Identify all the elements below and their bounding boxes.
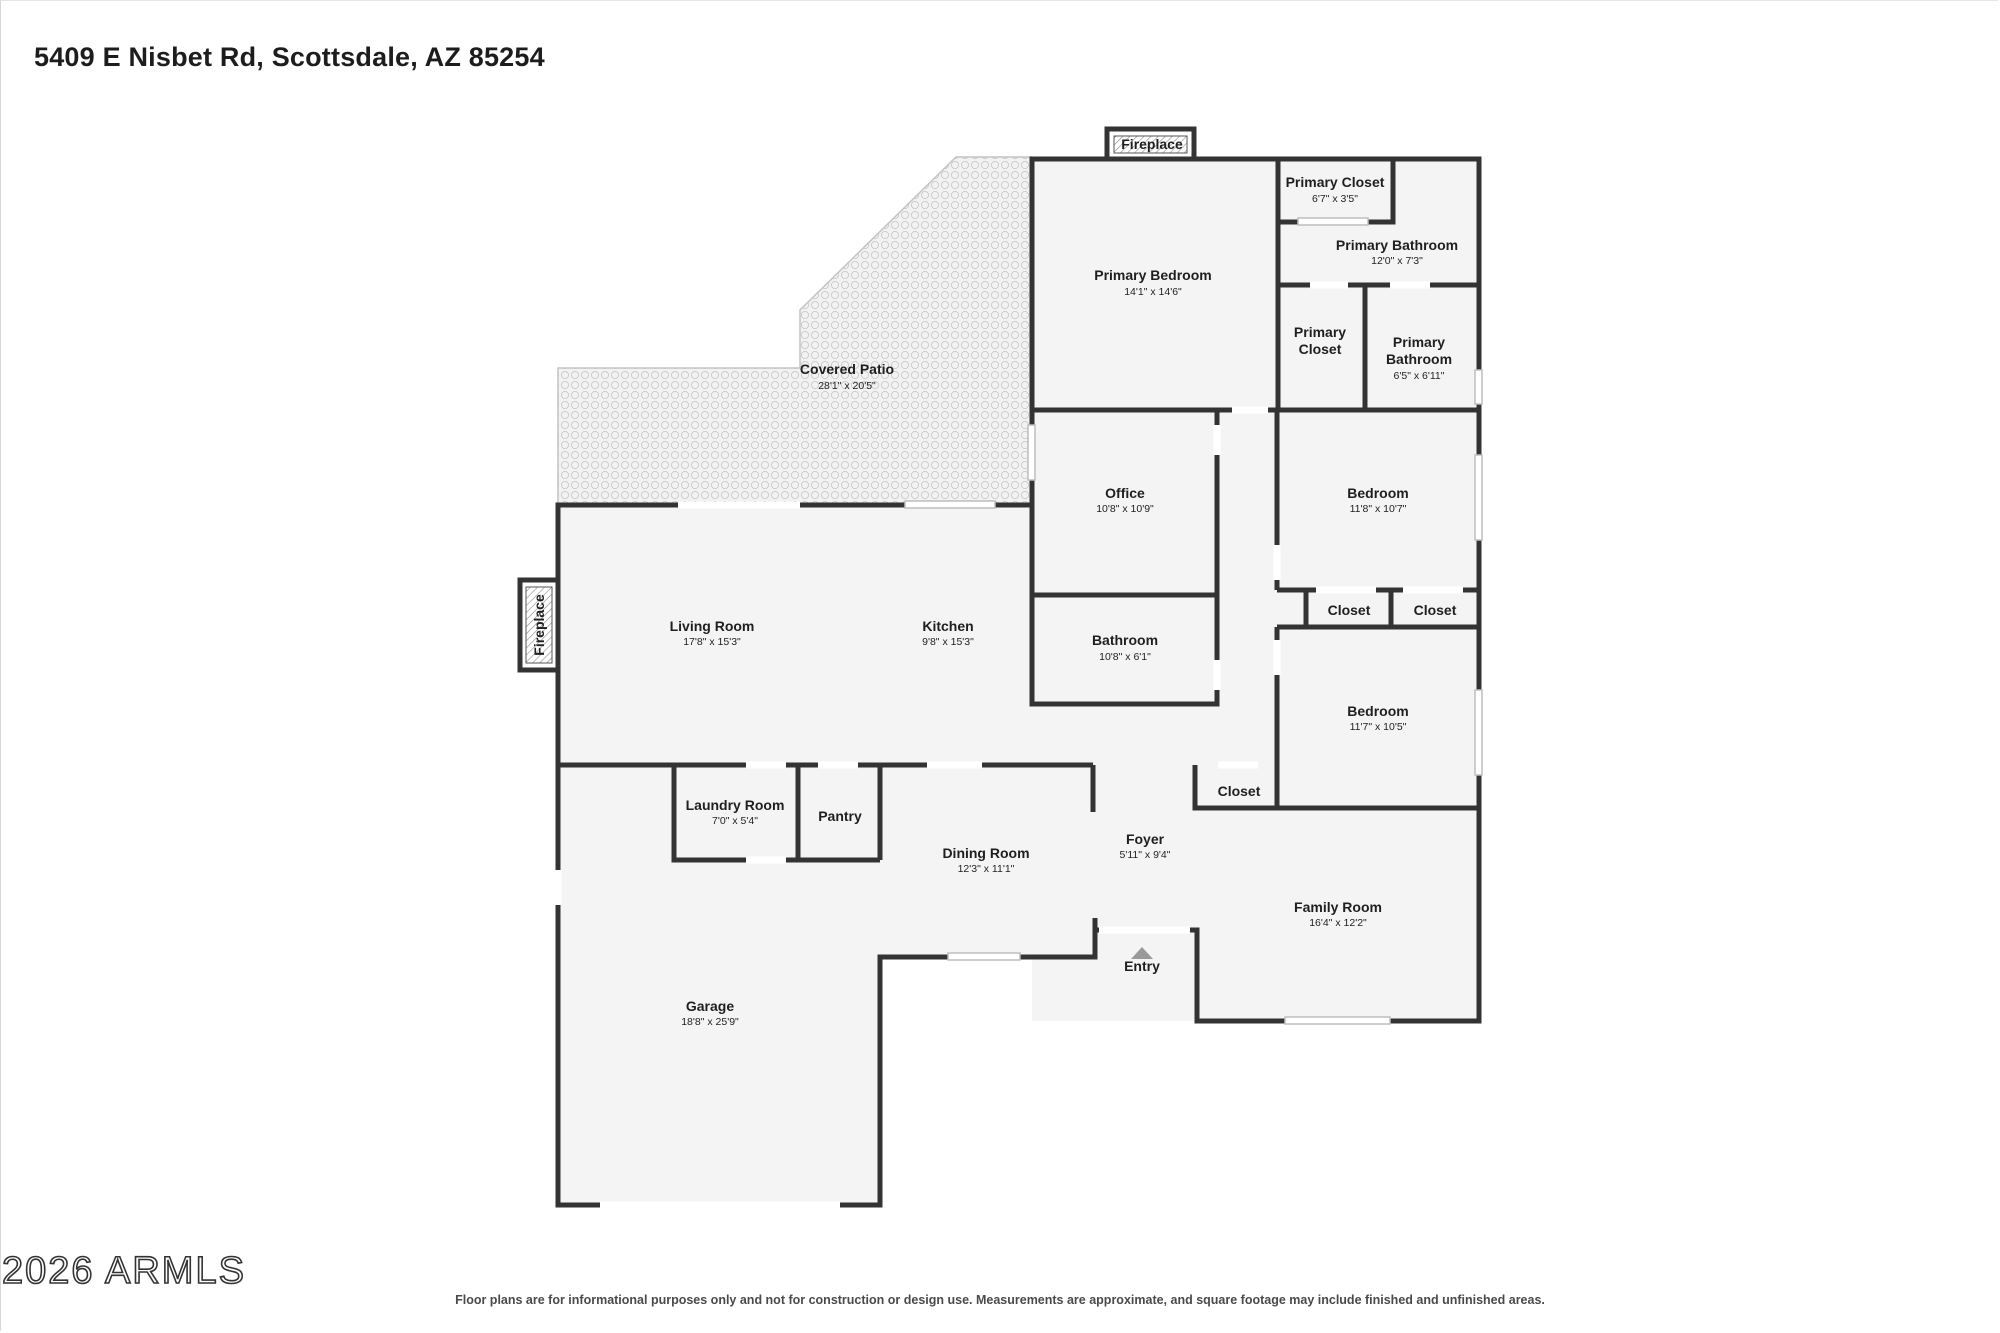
bathroom-name: Bathroom bbox=[1092, 632, 1158, 648]
primary-bathroom-1-dims: 12'0" x 7'3" bbox=[1371, 255, 1423, 267]
primary-bathroom-1-name: Primary Bathroom bbox=[1336, 237, 1458, 253]
covered-patio-area bbox=[557, 156, 1033, 506]
property-address: 5409 E Nisbet Rd, Scottsdale, AZ 85254 bbox=[34, 42, 545, 72]
family-room-dims: 16'4" x 12'2" bbox=[1309, 917, 1367, 929]
kitchen-name: Kitchen bbox=[922, 618, 973, 634]
kitchen-dims: 9'8" x 15'3" bbox=[922, 636, 974, 648]
primary-bathroom-2-dims: 6'5" x 6'11" bbox=[1394, 370, 1445, 382]
laundry-room-name: Laundry Room bbox=[686, 797, 785, 813]
room-labels: Fireplace Fireplace Covered Patio 28'1" … bbox=[531, 136, 1458, 1028]
closet-3-label: Closet bbox=[1218, 783, 1261, 799]
pantry-label: Pantry bbox=[818, 808, 862, 824]
primary-closet-1-dims: 6'7" x 3'5" bbox=[1312, 193, 1358, 205]
primary-bathroom-2-name-1: Primary bbox=[1393, 334, 1445, 350]
foyer-dims: 5'11" x 9'4" bbox=[1120, 849, 1171, 861]
garage-dims: 18'8" x 25'9" bbox=[681, 1016, 739, 1028]
entry-arrow-icon bbox=[1131, 947, 1153, 959]
bedroom-2-dims: 11'7" x 10'5" bbox=[1350, 721, 1407, 733]
dining-room-dims: 12'3" x 11'1" bbox=[958, 863, 1015, 875]
family-room-name: Family Room bbox=[1294, 899, 1382, 915]
armls-watermark: 2026 ARMLS bbox=[1, 1249, 246, 1293]
closet-2-label: Closet bbox=[1414, 602, 1457, 618]
bedroom-1-name: Bedroom bbox=[1347, 485, 1408, 501]
foyer-name: Foyer bbox=[1126, 831, 1165, 847]
door-openings bbox=[554, 218, 1463, 1209]
office-dims: 10'8" x 10'9" bbox=[1096, 503, 1154, 515]
covered-patio-dims: 28'1" x 20'5" bbox=[818, 380, 876, 392]
fireplace-left-label: Fireplace bbox=[531, 594, 547, 656]
fireplace-top-label: Fireplace bbox=[1121, 136, 1183, 152]
entry-label: Entry bbox=[1124, 958, 1160, 974]
primary-closet-1-name: Primary Closet bbox=[1286, 174, 1385, 190]
primary-bathroom-2-name-2: Bathroom bbox=[1386, 351, 1452, 367]
primary-bedroom-name: Primary Bedroom bbox=[1094, 267, 1211, 283]
laundry-room-dims: 7'0" x 5'4" bbox=[712, 815, 758, 827]
bedroom-2-name: Bedroom bbox=[1347, 703, 1408, 719]
office-name: Office bbox=[1105, 485, 1145, 501]
garage-name: Garage bbox=[686, 998, 734, 1014]
windows bbox=[904, 217, 1483, 1025]
covered-patio-name: Covered Patio bbox=[800, 361, 894, 377]
living-room-dims: 17'8" x 15'3" bbox=[683, 636, 741, 648]
primary-closet-2-name-2: Closet bbox=[1299, 341, 1342, 357]
living-room-name: Living Room bbox=[670, 618, 755, 634]
primary-bedroom-dims: 14'1" x 14'6" bbox=[1124, 286, 1182, 298]
bathroom-dims: 10'8" x 6'1" bbox=[1099, 651, 1151, 663]
dining-room-name: Dining Room bbox=[942, 845, 1029, 861]
bedroom-1-dims: 11'8" x 10'7" bbox=[1350, 503, 1407, 515]
primary-closet-2-name-1: Primary bbox=[1294, 324, 1346, 340]
disclaimer-text: Floor plans are for informational purpos… bbox=[455, 1293, 1545, 1307]
closet-1-label: Closet bbox=[1328, 602, 1371, 618]
